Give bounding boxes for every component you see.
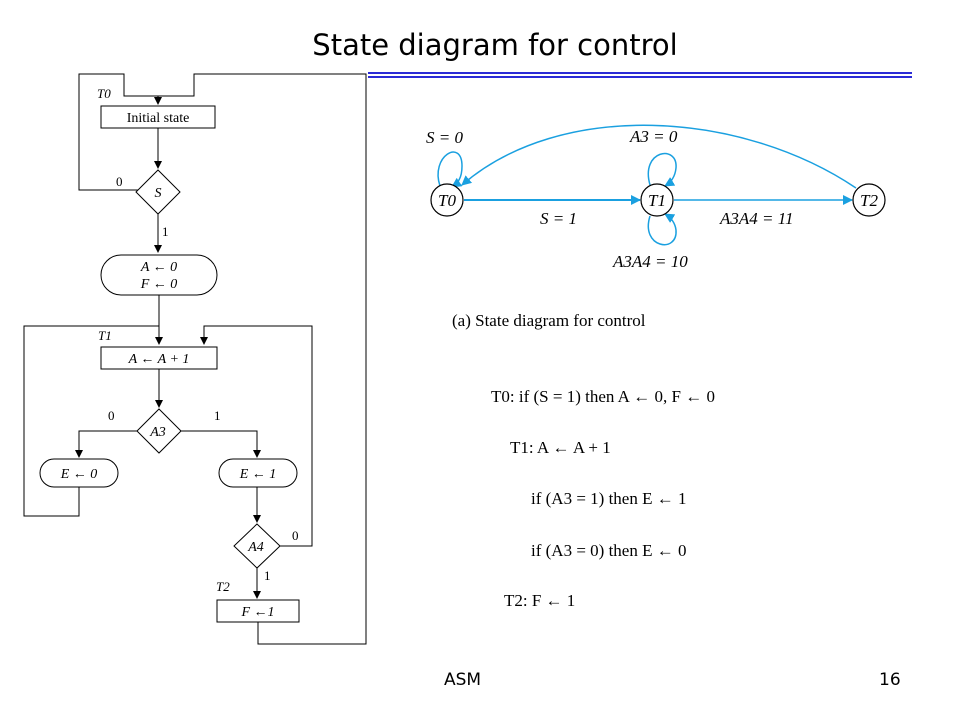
footer-label: ASM (444, 670, 482, 690)
decision-a4-text: A4 (247, 540, 264, 555)
decision-s-text: S (155, 186, 162, 201)
decision-a3-text: A3 (149, 425, 166, 440)
state-t2 (852, 183, 886, 217)
title-rule (368, 72, 912, 78)
diagram-caption: (a) State diagram for control (452, 311, 646, 330)
s-zero-loop-line (78, 73, 158, 191)
s-one-label: 1 (162, 224, 169, 239)
a4-zero-label: 0 (292, 528, 299, 543)
equation-line-5: T2: F ← 1 (504, 591, 575, 610)
state-t1-label: T1 (648, 191, 666, 210)
loop-t1-bottom-label: A3A4 = 10 (612, 252, 688, 271)
initial-state-text: Initial state (127, 111, 190, 126)
t2-to-t0-arrow (461, 124, 857, 189)
equation-line-3: if (A3 = 1) then E ← 1 (531, 489, 686, 508)
state-diagram: T0 T1 T2 S = 0 A3 = 0 S = 1 A3A4 = 11 A3… (426, 124, 886, 330)
equation-line-1: T0: if (S = 1) then A ← 0, F ← 0 (491, 387, 715, 406)
f-set-box (216, 599, 300, 623)
e-clear-box (39, 458, 119, 488)
state-t1 (640, 183, 674, 217)
loop-t1-top-label: A3 = 0 (629, 127, 678, 146)
slide-title: State diagram for control (312, 28, 678, 62)
loop-t0-label: S = 0 (426, 128, 463, 147)
decision-a3 (136, 408, 182, 454)
increment-text: A ← A + 1 (128, 352, 190, 367)
t0-self-loop (437, 151, 463, 188)
f-set-text: F ←1 (240, 605, 274, 620)
a4-zero-return-line (200, 325, 313, 547)
s-zero-label: 0 (116, 174, 123, 189)
t1-bottom-loop (647, 213, 677, 246)
page-number: 16 (879, 670, 901, 690)
init-line1: A ← 0 (140, 260, 177, 275)
a3-zero-return-line (23, 325, 159, 517)
e-clear-text: E ← 0 (60, 467, 98, 482)
a3-one-label: 1 (214, 408, 221, 423)
return-path-line (154, 73, 367, 645)
t1-label: T1 (98, 328, 112, 343)
init-line2: F ← 0 (140, 277, 178, 292)
t1-top-loop (647, 152, 677, 187)
t1-to-t2-label: A3A4 = 11 (719, 209, 793, 228)
t0-to-t1-label: S = 1 (540, 209, 577, 228)
a3-zero-label: 0 (108, 408, 115, 423)
state-t0 (430, 183, 464, 217)
state-t2-label: T2 (860, 191, 878, 210)
e-set-box (218, 458, 298, 488)
equation-line-4: if (A3 = 0) then E ← 0 (531, 541, 686, 560)
e-set-text: E ← 1 (239, 467, 277, 482)
state-t0-label: T0 (438, 191, 456, 210)
a4-one-label: 1 (264, 568, 271, 583)
control-equations: T0: if (S = 1) then A ← 0, F ← 0 T1: A ←… (491, 387, 715, 610)
asm-chart: T0 Initial state S 0 1 A ← 0 F ← 0 T1 A … (23, 73, 367, 645)
t2-label: T2 (216, 579, 230, 594)
t0-label: T0 (97, 86, 111, 101)
equation-line-2: T1: A ← A + 1 (510, 438, 611, 457)
